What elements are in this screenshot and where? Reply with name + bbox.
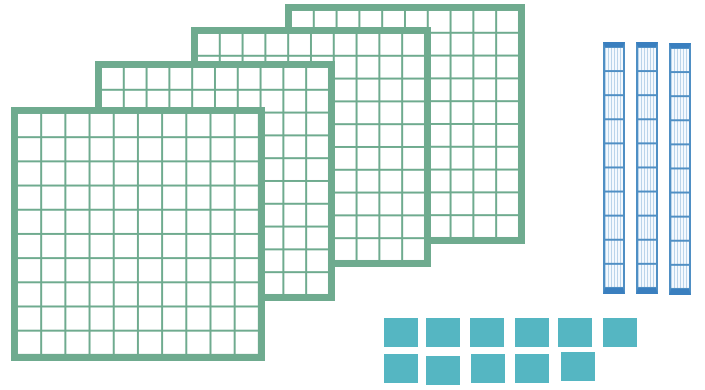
- unit-cube: [426, 356, 460, 385]
- unit-cube: [426, 318, 460, 347]
- ten-rod: [636, 42, 658, 294]
- unit-cube: [471, 354, 505, 383]
- unit-cube: [384, 354, 418, 383]
- unit-cube: [515, 354, 549, 383]
- unit-cube: [603, 318, 637, 347]
- ten-rod: [603, 42, 625, 294]
- unit-cube: [470, 318, 504, 347]
- unit-cube: [558, 318, 592, 347]
- unit-cube: [384, 318, 418, 347]
- hundred-flat: [11, 107, 265, 361]
- unit-cube: [561, 352, 595, 381]
- unit-cube: [515, 318, 549, 347]
- ten-rod: [669, 43, 691, 295]
